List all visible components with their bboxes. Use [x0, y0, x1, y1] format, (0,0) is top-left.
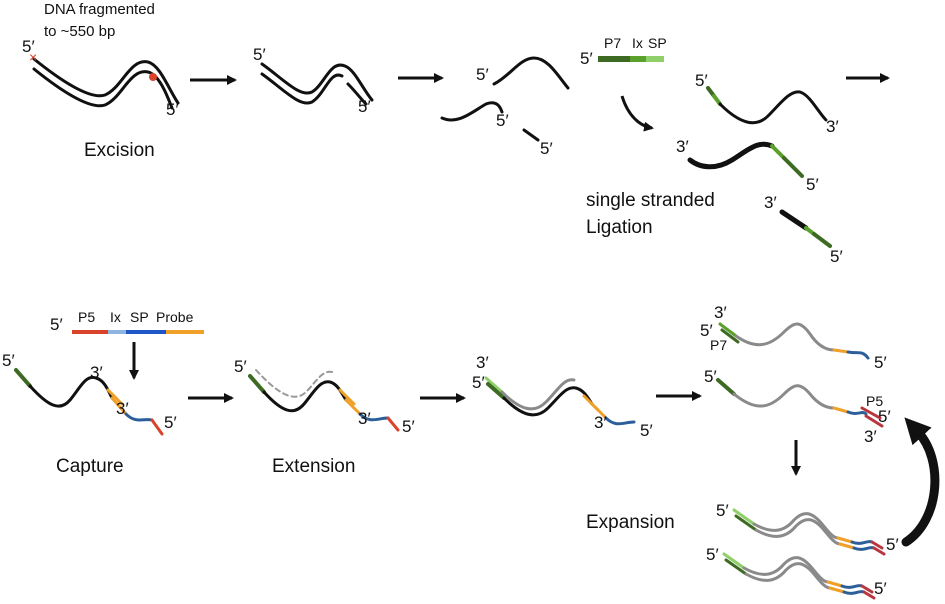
label-3prime: 3′: [826, 117, 839, 136]
label-3prime: 3′: [476, 353, 489, 372]
label-3prime: 3′: [116, 399, 129, 418]
damage-cross-icon: ×: [29, 49, 37, 65]
label-5prime: 5′: [50, 315, 63, 334]
fragment-note-line1: DNA fragmented: [44, 1, 155, 18]
label-5prime: 5′: [806, 175, 819, 194]
label-3prime: 3′: [764, 193, 777, 212]
label-5prime: 5′: [234, 357, 247, 376]
ligation-adapter: 5′ P7 Ix SP: [580, 35, 667, 68]
fragment-note-line2: to ~550 bp: [44, 23, 115, 40]
label-5prime: 5′: [700, 321, 713, 340]
ligated-products: 5′ 3′ 3′ 5′ 3′ 5′: [676, 71, 843, 266]
label-3prime: 3′: [594, 413, 607, 432]
ligation-caption-line2: Ligation: [586, 217, 653, 238]
label-3prime: 3′: [90, 363, 103, 382]
label-5prime: 5′: [886, 535, 899, 554]
label-5prime: 5′: [2, 351, 15, 370]
label-3prime: 3′: [714, 303, 727, 322]
adapter-p7-label: P7: [604, 35, 621, 51]
label-5prime: 5′: [22, 37, 35, 56]
label-5prime: 5′: [874, 579, 887, 598]
damage-dot-icon: [149, 73, 157, 81]
probe-probe-label: Probe: [156, 309, 194, 325]
label-5prime: 5′: [706, 545, 719, 564]
label-5prime: 5′: [830, 247, 843, 266]
expansion-caption: Expansion: [586, 512, 675, 533]
label-3prime: 3′: [864, 427, 877, 446]
p7-label: P7: [710, 337, 727, 353]
label-5prime: 5′: [472, 373, 485, 392]
capture-complex: 5′ 3′ 3′ 5′ Capture: [2, 351, 177, 477]
label-5prime: 5′: [716, 501, 729, 520]
label-5prime: 5′: [253, 45, 266, 64]
label-5prime: 5′: [164, 413, 177, 432]
probe-ix-label: Ix: [110, 309, 121, 325]
label-5prime: 5′: [496, 111, 509, 130]
label-5prime: 5′: [874, 353, 887, 372]
capture-caption: Capture: [56, 456, 124, 477]
label-5prime: 5′: [358, 97, 371, 116]
adapter-ix-label: Ix: [632, 35, 643, 51]
label-5prime: 5′: [402, 417, 415, 436]
probe-p5-label: P5: [78, 309, 95, 325]
extension-caption: Extension: [272, 456, 355, 477]
extension-complex: 5′ 3′ 5′ Extension: [234, 357, 415, 477]
label-5prime: 5′: [695, 71, 708, 90]
capture-probe: 5′ P5 Ix SP Probe: [50, 309, 204, 334]
p5-label: P5: [866, 393, 883, 409]
cycle-arrow-icon: [901, 417, 940, 547]
ligation-caption-line1: single stranded: [586, 190, 715, 211]
label-5prime: 5′: [476, 65, 489, 84]
excised-dna: 5′ 5′: [253, 45, 374, 116]
label-5prime: 5′: [166, 100, 179, 119]
final-strands: 3′ 5′ P7 5′ 5′ P5 5′ 3′: [700, 303, 891, 446]
expansion-duplex: 5′ 5′ 5′ 5′: [706, 501, 899, 600]
excision-caption: Excision: [84, 140, 155, 161]
label-5prime: 5′: [878, 407, 891, 426]
label-5prime: 5′: [580, 49, 593, 68]
label-3prime: 3′: [676, 137, 689, 156]
label-5prime: 5′: [704, 367, 717, 386]
probe-sp-label: SP: [130, 309, 149, 325]
single-strand-fragments: 5′ 5′ 5′: [440, 56, 570, 158]
label-5prime: 5′: [640, 421, 653, 440]
extended-complex: 3′ 5′ 3′ 5′: [472, 353, 653, 440]
ligation-arrow-icon: [620, 95, 654, 132]
label-3prime: 3′: [358, 409, 371, 428]
label-5prime: 5′: [540, 139, 553, 158]
adapter-sp-label: SP: [648, 35, 667, 51]
fragmented-dna: DNA fragmented to ~550 bp × 5′ 5′ Excisi…: [22, 1, 180, 161]
